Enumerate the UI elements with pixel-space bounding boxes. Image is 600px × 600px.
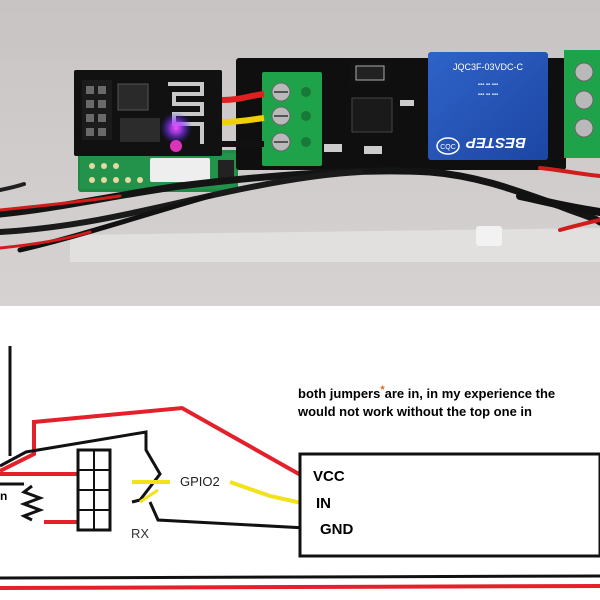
hardware-photo: JQC3F-03VDC-C ▪▪▪ ▪▪ ▪▪▪ ▪▪▪ ▪▪ ▪▪▪ BEST… — [0, 0, 600, 306]
bottom-rail-black — [0, 574, 600, 580]
in-pin-label: IN — [316, 495, 331, 512]
svg-text:▪▪▪ ▪▪ ▪▪▪: ▪▪▪ ▪▪ ▪▪▪ — [478, 82, 498, 88]
relay-model-text: JQC3F-03VDC-C — [453, 62, 524, 72]
wiring-diagram — [0, 346, 600, 590]
vcc-pin-label: VCC — [313, 468, 345, 485]
terminal-block-left — [262, 72, 322, 166]
note-text-end: are in, in my experience the — [384, 386, 556, 401]
blue-led — [160, 112, 192, 144]
rx-label: RX — [131, 526, 150, 541]
relay-module-box — [298, 452, 600, 558]
esp8266-module — [74, 70, 222, 156]
gpio2-label: GPIO2 — [180, 474, 220, 489]
edge-label: n — [0, 489, 8, 503]
white-clip — [476, 226, 502, 246]
relay-component: JQC3F-03VDC-C ▪▪▪ ▪▪ ▪▪▪ ▪▪▪ ▪▪ ▪▪▪ BEST… — [428, 52, 548, 160]
jumper-note-line1: both jumpers*are in, in my experience th… — [298, 384, 556, 401]
pin-header — [76, 448, 112, 532]
resistor — [19, 484, 45, 522]
relay-brand-text: BESTEP — [465, 134, 526, 151]
note-text-start: both jumpers — [298, 386, 381, 401]
terminal-block-right — [564, 50, 600, 158]
gnd-pin-label: GND — [320, 521, 354, 538]
cables — [0, 166, 600, 253]
jumper-note-line2: would not work without the top one in — [298, 404, 532, 419]
white-shelf — [70, 228, 600, 262]
relay-cert-logo: CQC — [440, 144, 456, 151]
note-asterisk: * — [380, 384, 385, 396]
terminal-wires — [221, 91, 265, 147]
esp-adapter-board — [78, 150, 238, 192]
gnd-wire — [0, 430, 162, 504]
svg-text:▪▪▪ ▪▪ ▪▪▪: ▪▪▪ ▪▪ ▪▪▪ — [478, 92, 498, 98]
bottom-rail-red — [0, 584, 600, 590]
vcc-wire — [0, 405, 307, 480]
